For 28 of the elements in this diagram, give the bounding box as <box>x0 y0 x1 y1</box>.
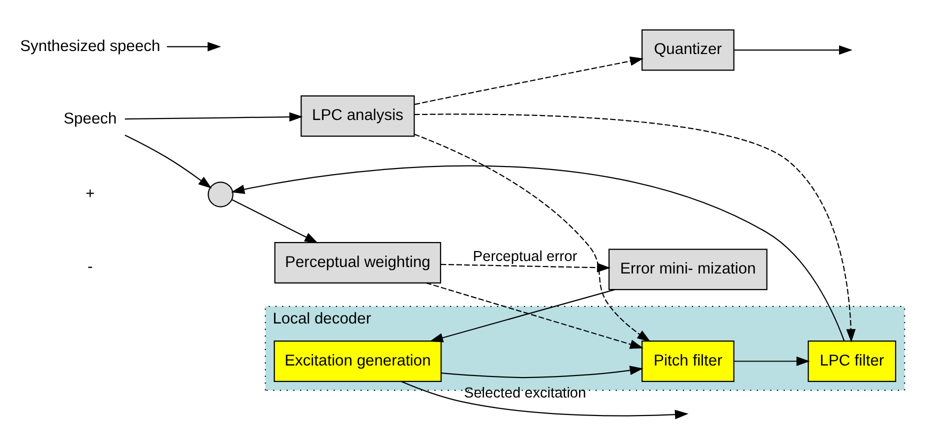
arrow <box>734 45 852 55</box>
arrow <box>734 356 810 366</box>
label: - <box>87 258 92 276</box>
node-box: LPC filter <box>807 340 896 382</box>
arrow <box>124 134 212 188</box>
node-circle <box>207 182 233 208</box>
arrow <box>231 199 318 244</box>
arrow <box>425 282 643 349</box>
arrow <box>414 56 644 105</box>
node-box: Quantizer <box>641 29 734 71</box>
arrow <box>440 366 643 378</box>
node-box: Pitch filter <box>641 340 734 382</box>
node-text: Synthesized speech <box>20 38 160 55</box>
edge-label: Perceptual error <box>472 248 577 265</box>
arrow <box>414 134 650 342</box>
arrow <box>440 262 610 272</box>
arrow <box>429 289 614 342</box>
node-box: Excitation generation <box>273 340 442 382</box>
node-box: Error mini- mization <box>608 248 767 290</box>
arrow <box>166 42 221 52</box>
node-box: Perceptual weighting <box>274 242 441 284</box>
arrow <box>124 112 302 122</box>
label: + <box>85 186 94 203</box>
arrow <box>230 165 844 342</box>
node-box: LPC analysis <box>300 95 414 137</box>
node-text: Speech <box>63 110 116 128</box>
arrow <box>414 114 856 343</box>
arrow <box>400 380 688 420</box>
